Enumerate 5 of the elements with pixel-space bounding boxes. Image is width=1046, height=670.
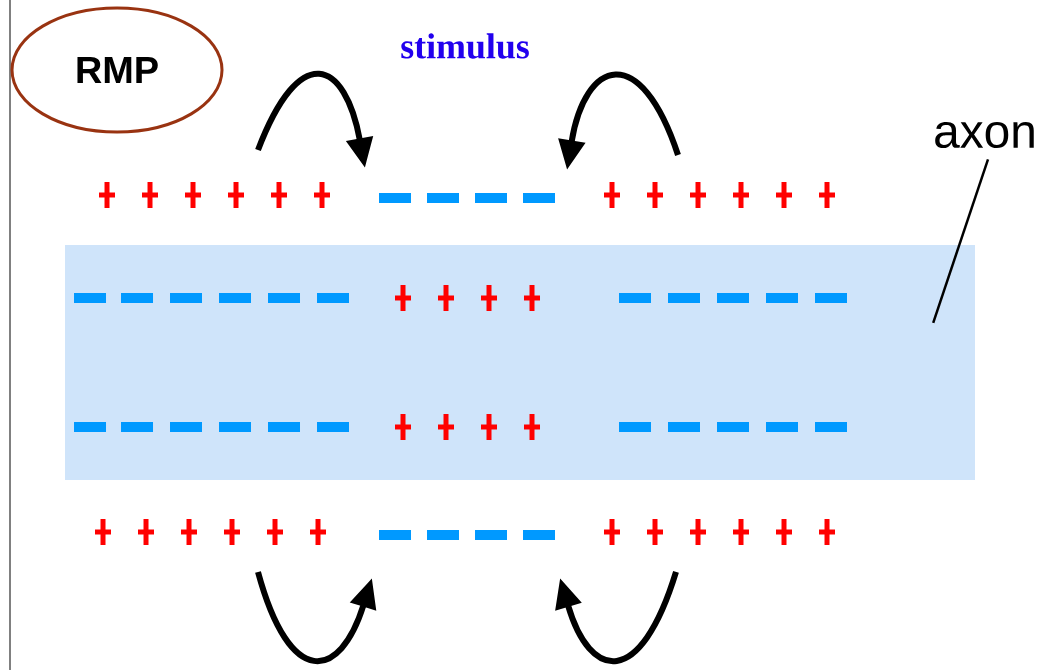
axon-band — [65, 245, 975, 480]
stimulus-label: stimulus — [401, 33, 529, 59]
oval-label: RMP — [10, 6, 224, 134]
leader-line — [932, 158, 990, 324]
axon-label: axon — [935, 121, 1034, 149]
